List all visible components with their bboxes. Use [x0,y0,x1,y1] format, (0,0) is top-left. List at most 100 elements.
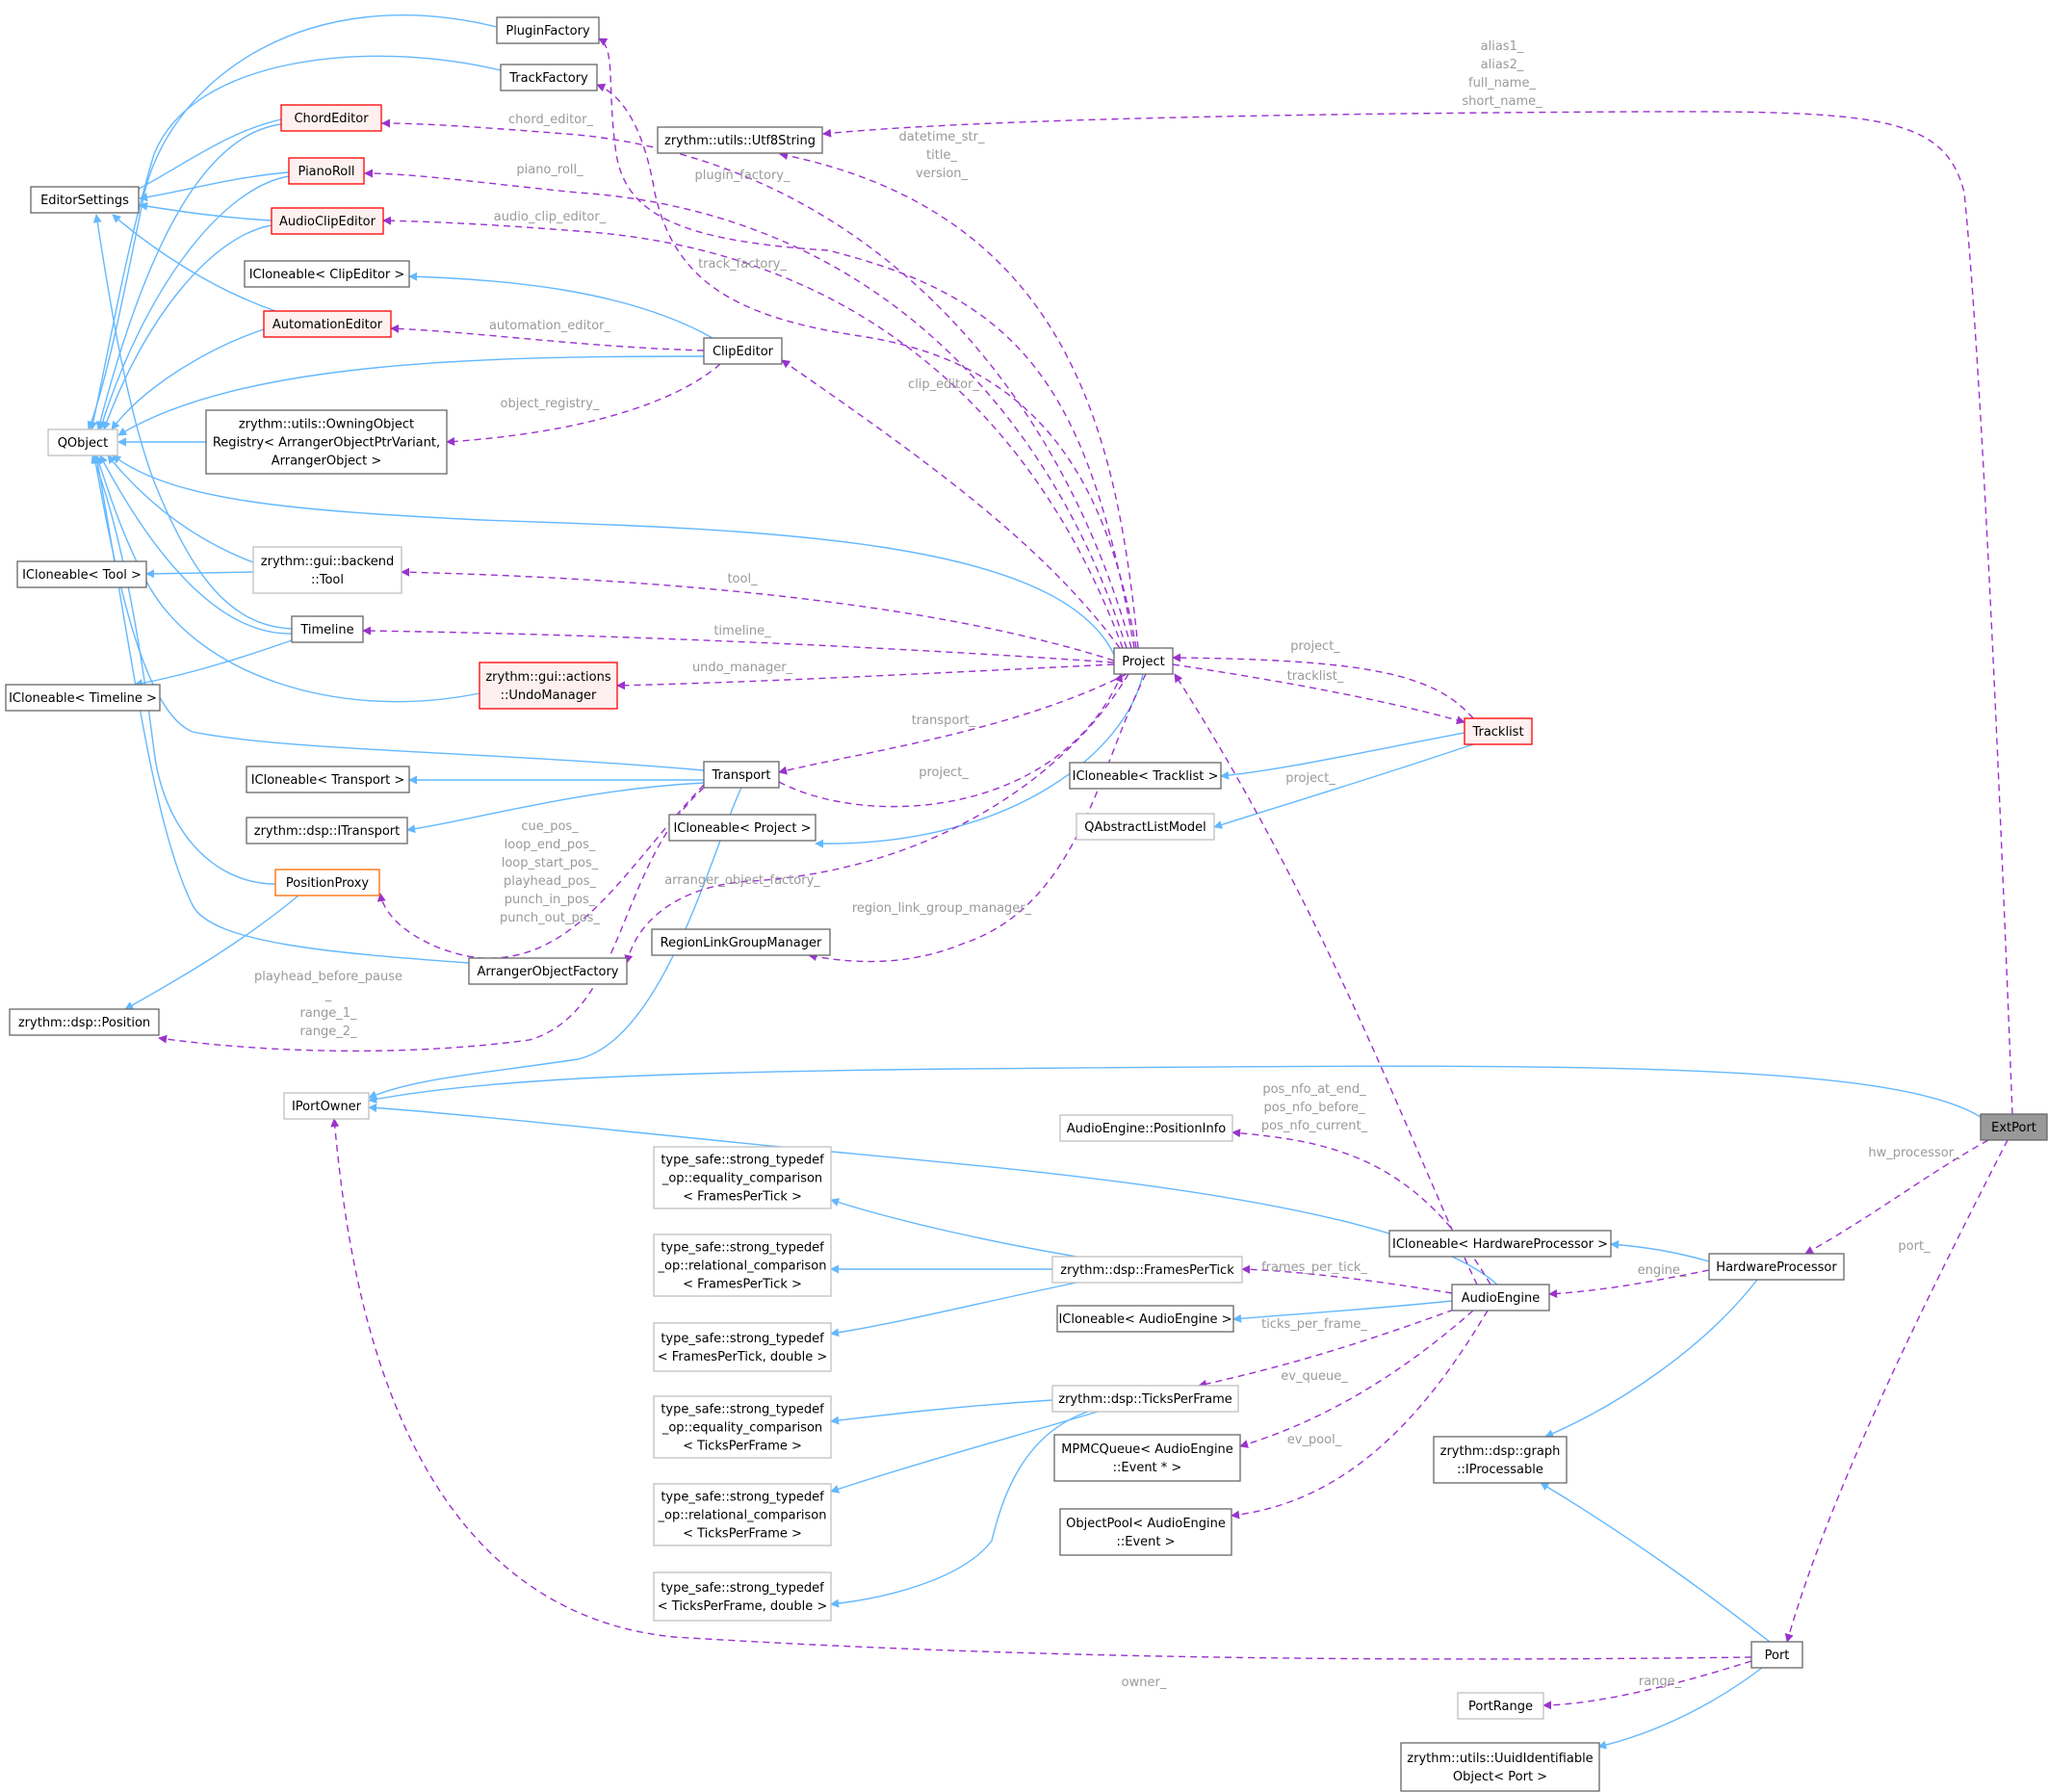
member-edge-audio-engine-to-ticks-per-frame [1198,1309,1455,1389]
class-node-icloneable-timeline[interactable]: ICloneable< Timeline > [5,684,161,712]
edge-label-playhead-before: range_2_ [299,1025,357,1039]
class-node-rel-fpt[interactable]: type_safe::strong_typedef_op::relational… [653,1234,832,1297]
class-node-plugin-factory[interactable]: PluginFactory [496,16,600,44]
inheritance-edge-arranger-object-factory-to-qobject [92,454,470,964]
class-node-label: zrythm::dsp::ITransport [254,824,401,839]
class-node-frames-per-tick[interactable]: zrythm::dsp::FramesPerTick [1051,1256,1243,1284]
class-node-label: ICloneable< Transport > [251,773,405,788]
class-node-position[interactable]: zrythm::dsp::Position [9,1008,160,1036]
class-node-ext-port[interactable]: ExtPort [1980,1113,2048,1141]
edge-label-range: range_ [1639,1675,1682,1689]
class-node-label: _op::relational_comparison [658,1260,827,1274]
inheritance-edge-port-to-iprocessable [1540,1482,1771,1643]
class-node-automation-editor[interactable]: AutomationEditor [263,310,392,338]
class-node-label: ICloneable< Tool > [22,568,142,583]
class-node-box [500,64,598,91]
edge-label-pos-nfo: pos_nfo_at_end_ [1262,1082,1366,1097]
class-node-box [291,615,364,643]
class-node-eq-tpf[interactable]: type_safe::strong_typedef_op::equality_c… [653,1395,832,1459]
inheritance-edge-frames-per-tick-to-eq-fpt [830,1198,1077,1258]
class-node-icloneable-clip-editor[interactable]: ICloneable< ClipEditor > [244,260,410,288]
class-node-project[interactable]: Project [1113,647,1174,675]
class-node-icloneable-transport[interactable]: ICloneable< Transport > [246,766,410,793]
class-node-timeline[interactable]: Timeline [291,615,364,643]
class-node-stfpt[interactable]: type_safe::strong_typedef< FramesPerTick… [653,1322,832,1372]
inheritance-edge-project-to-qobject [112,454,1115,656]
class-node-port-range[interactable]: PortRange [1457,1692,1544,1720]
edge-label-audio-clip-editor: audio_clip_editor_ [494,210,607,224]
class-node-box [1059,1508,1232,1556]
edge-label-chord-editor: chord_editor_ [508,113,593,127]
class-node-qobject[interactable]: QObject [47,429,118,456]
class-node-label: zrythm::dsp::graph [1440,1444,1561,1459]
class-node-position-proxy[interactable]: PositionProxy [274,869,380,896]
class-node-iport-owner[interactable]: IPortOwner [283,1092,370,1120]
class-node-icloneable-tracklist[interactable]: ICloneable< Tracklist > [1069,762,1222,790]
class-node-utf8string[interactable]: zrythm::utils::Utf8String [657,126,823,154]
class-node-track-factory[interactable]: TrackFactory [500,64,598,91]
class-node-icloneable-ae[interactable]: ICloneable< AudioEngine > [1056,1305,1234,1333]
class-node-box [1059,1114,1233,1142]
class-node-clip-editor[interactable]: ClipEditor [703,337,783,365]
class-node-label: QAbstractListModel [1084,820,1206,835]
member-edge-audio-engine-to-mpmcqueue [1239,1310,1474,1448]
edge-label-object-registry: object_registry_ [501,397,600,411]
class-node-hardware-processor[interactable]: HardwareProcessor [1708,1253,1845,1281]
class-node-icloneable-project[interactable]: ICloneable< Project > [668,814,817,842]
class-node-box [1053,1434,1241,1482]
class-node-label: PianoRoll [298,165,355,179]
class-node-label: zrythm::gui::actions [485,670,611,685]
edge-label-project-tl: project_ [1290,639,1340,654]
class-node-audio-engine[interactable]: AudioEngine [1451,1284,1550,1312]
class-node-ticks-per-frame[interactable]: zrythm::dsp::TicksPerFrame [1051,1385,1239,1413]
class-node-tracklist[interactable]: Tracklist [1464,717,1533,745]
class-node-box [1113,647,1174,675]
edge-label-alias: full_name_ [1468,76,1536,91]
class-node-arranger-object-factory[interactable]: ArrangerObjectFactory [468,957,628,985]
class-node-label: _op::relational_comparison [658,1509,827,1523]
class-node-box [1708,1253,1845,1281]
class-node-box [205,409,448,475]
class-node-icloneable-hp[interactable]: ICloneable< HardwareProcessor > [1388,1230,1612,1258]
class-node-undo-manager[interactable]: zrythm::gui::actions::UndoManager [479,662,618,710]
edge-label-playhead-before: playhead_before_pause [254,970,402,984]
class-node-eq-fpt[interactable]: type_safe::strong_typedef_op::equality_c… [653,1146,832,1209]
class-node-sttpf[interactable]: type_safe::strong_typedef< TicksPerFrame… [653,1571,832,1622]
member-edge-project-to-clip-editor [781,359,1121,649]
class-node-label: ClipEditor [713,345,774,359]
class-node-label: zrythm::utils::Utf8String [664,134,816,148]
class-node-icloneable-tool[interactable]: ICloneable< Tool > [16,560,147,588]
class-node-chord-editor[interactable]: ChordEditor [280,104,382,132]
edge-label-cue-pos: punch_in_pos_ [505,893,596,907]
class-node-qabstract-list-model[interactable]: QAbstractListModel [1076,813,1215,841]
edge-label-undo-manager: undo_manager_ [692,661,793,675]
inheritance-edge-piano-roll-to-qobject [98,175,290,430]
edge-label-ev-queue: ev_queue_ [1281,1369,1348,1384]
class-node-audio-clip-editor[interactable]: AudioClipEditor [271,207,384,235]
class-node-label: < TicksPerFrame > [683,1440,802,1454]
class-node-object-pool[interactable]: ObjectPool< AudioEngine::Event > [1059,1508,1232,1556]
edge-label-tool: tool_ [727,572,758,586]
class-node-tool[interactable]: zrythm::gui::backend::Tool [252,546,402,594]
class-node-region-link-group-manager[interactable]: RegionLinkGroupManager [651,928,831,956]
class-node-itransport[interactable]: zrythm::dsp::ITransport [246,817,408,844]
class-node-transport[interactable]: Transport [703,761,780,789]
class-node-iprocessable[interactable]: zrythm::dsp::graph::IProcessable [1433,1436,1568,1484]
class-node-port[interactable]: Port [1750,1641,1803,1669]
edge-label-track-factory: track_factory_ [698,257,787,272]
member-edge-project-to-tracklist [1172,663,1465,725]
class-node-mpmcqueue[interactable]: MPMCQueue< AudioEngine::Event * > [1053,1434,1241,1482]
class-node-editor-settings[interactable]: EditorSettings [30,186,140,214]
class-node-position-info[interactable]: AudioEngine::PositionInfo [1059,1114,1233,1142]
class-node-piano-roll[interactable]: PianoRoll [288,157,365,185]
inheritance-edge-tracklist-to-qabstract-list-model [1213,743,1474,829]
class-node-rel-tpf[interactable]: type_safe::strong_typedef_op::relational… [653,1483,832,1546]
edge-label-frames-per-tick: frames_per_tick_ [1261,1260,1367,1275]
edge-label-cue-pos: playhead_pos_ [504,874,596,889]
class-node-box [30,186,140,214]
edge-label-datetime: title_ [926,148,957,163]
edge-label-cue-pos: loop_end_pos_ [505,838,596,852]
inheritance-edge-tracklist-to-icloneable-tracklist [1220,732,1465,780]
